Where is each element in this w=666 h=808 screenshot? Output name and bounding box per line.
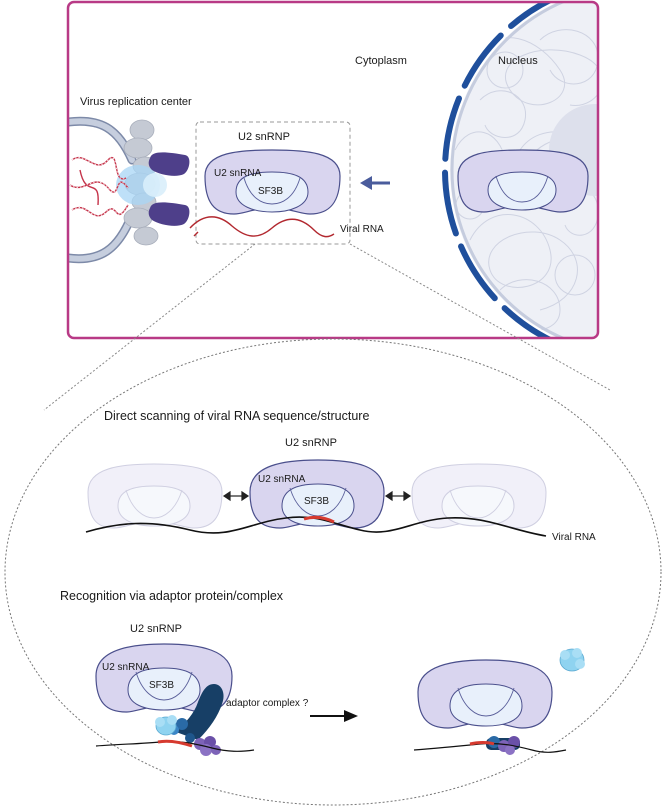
u2-snrnp-faded-left [87,463,223,529]
u2-snrna-label-adaptor: U2 snRNA [102,662,150,673]
scanning-section: Direct scanning of viral RNA sequence/st… [85,409,596,543]
u2-snrnp-faded-right [411,463,547,529]
sf3b-label-adaptor: SF3B [149,680,174,691]
replication-center [68,116,190,264]
top-panel-frame [66,0,600,340]
zoom-connectors [43,243,611,411]
viral-rna-top [189,216,335,238]
viral-rna-scan [85,516,547,537]
sf3b-body [235,171,309,213]
scan-arrows [222,490,412,502]
binding-site-adaptor-right [469,741,495,746]
export-arrowhead [360,176,372,190]
u2-snrnp-top [189,121,351,245]
cytoplasm-label: Cytoplasm [355,55,407,67]
u2-snrna-label-top: U2 snRNA [214,168,262,179]
adaptor-heading: Recognition via adaptor protein/complex [60,589,284,603]
u2-snrnp-label-scan: U2 snRNP [285,437,337,449]
viral-rna-label-scan: Viral RNA [552,532,596,543]
sf3b-label-top: SF3B [258,186,283,197]
replication-center-label: Virus replication center [80,96,192,108]
u2-snrnp-label-top: U2 snRNP [238,131,290,143]
viral-protein-lower [148,202,190,226]
u2-snrnp-nucleus [457,149,589,213]
inner-membrane [450,2,598,338]
adaptor-complex-label: adaptor complex ? [226,698,309,709]
nucleus-interior [450,2,598,338]
u2-snrnp-active [249,459,385,529]
adaptor-complex-right [486,736,520,755]
nuclear-envelope [442,2,598,338]
binding-site-adaptor-left [157,739,193,748]
scanning-heading: Direct scanning of viral RNA sequence/st… [104,409,369,423]
viral-rna-adaptor-right [413,742,567,753]
zoom-box [195,121,351,245]
u2-snrnp-adaptor-right [417,659,553,729]
top-panel: Cytoplasm Nucleus Virus replication cent… [66,0,600,340]
nucleus-label: Nucleus [498,55,538,67]
viral-rna-label-top: Viral RNA [340,224,384,235]
u2-snrnp-label-adaptor: U2 snRNP [130,623,182,635]
transition-arrowhead [344,710,358,722]
purple-protein-left [194,736,221,756]
adaptor-complex-left [155,684,224,756]
viral-protein-upper [148,152,190,176]
binding-site-scan [303,515,335,524]
adaptor-section: Recognition via adaptor protein/complex … [60,589,585,756]
adaptor-dark-protein [176,684,224,740]
sf3b-label-scan: SF3B [304,496,329,507]
released-light-blue-protein [559,648,585,672]
u2-snrna-label-scan: U2 snRNA [258,474,306,485]
